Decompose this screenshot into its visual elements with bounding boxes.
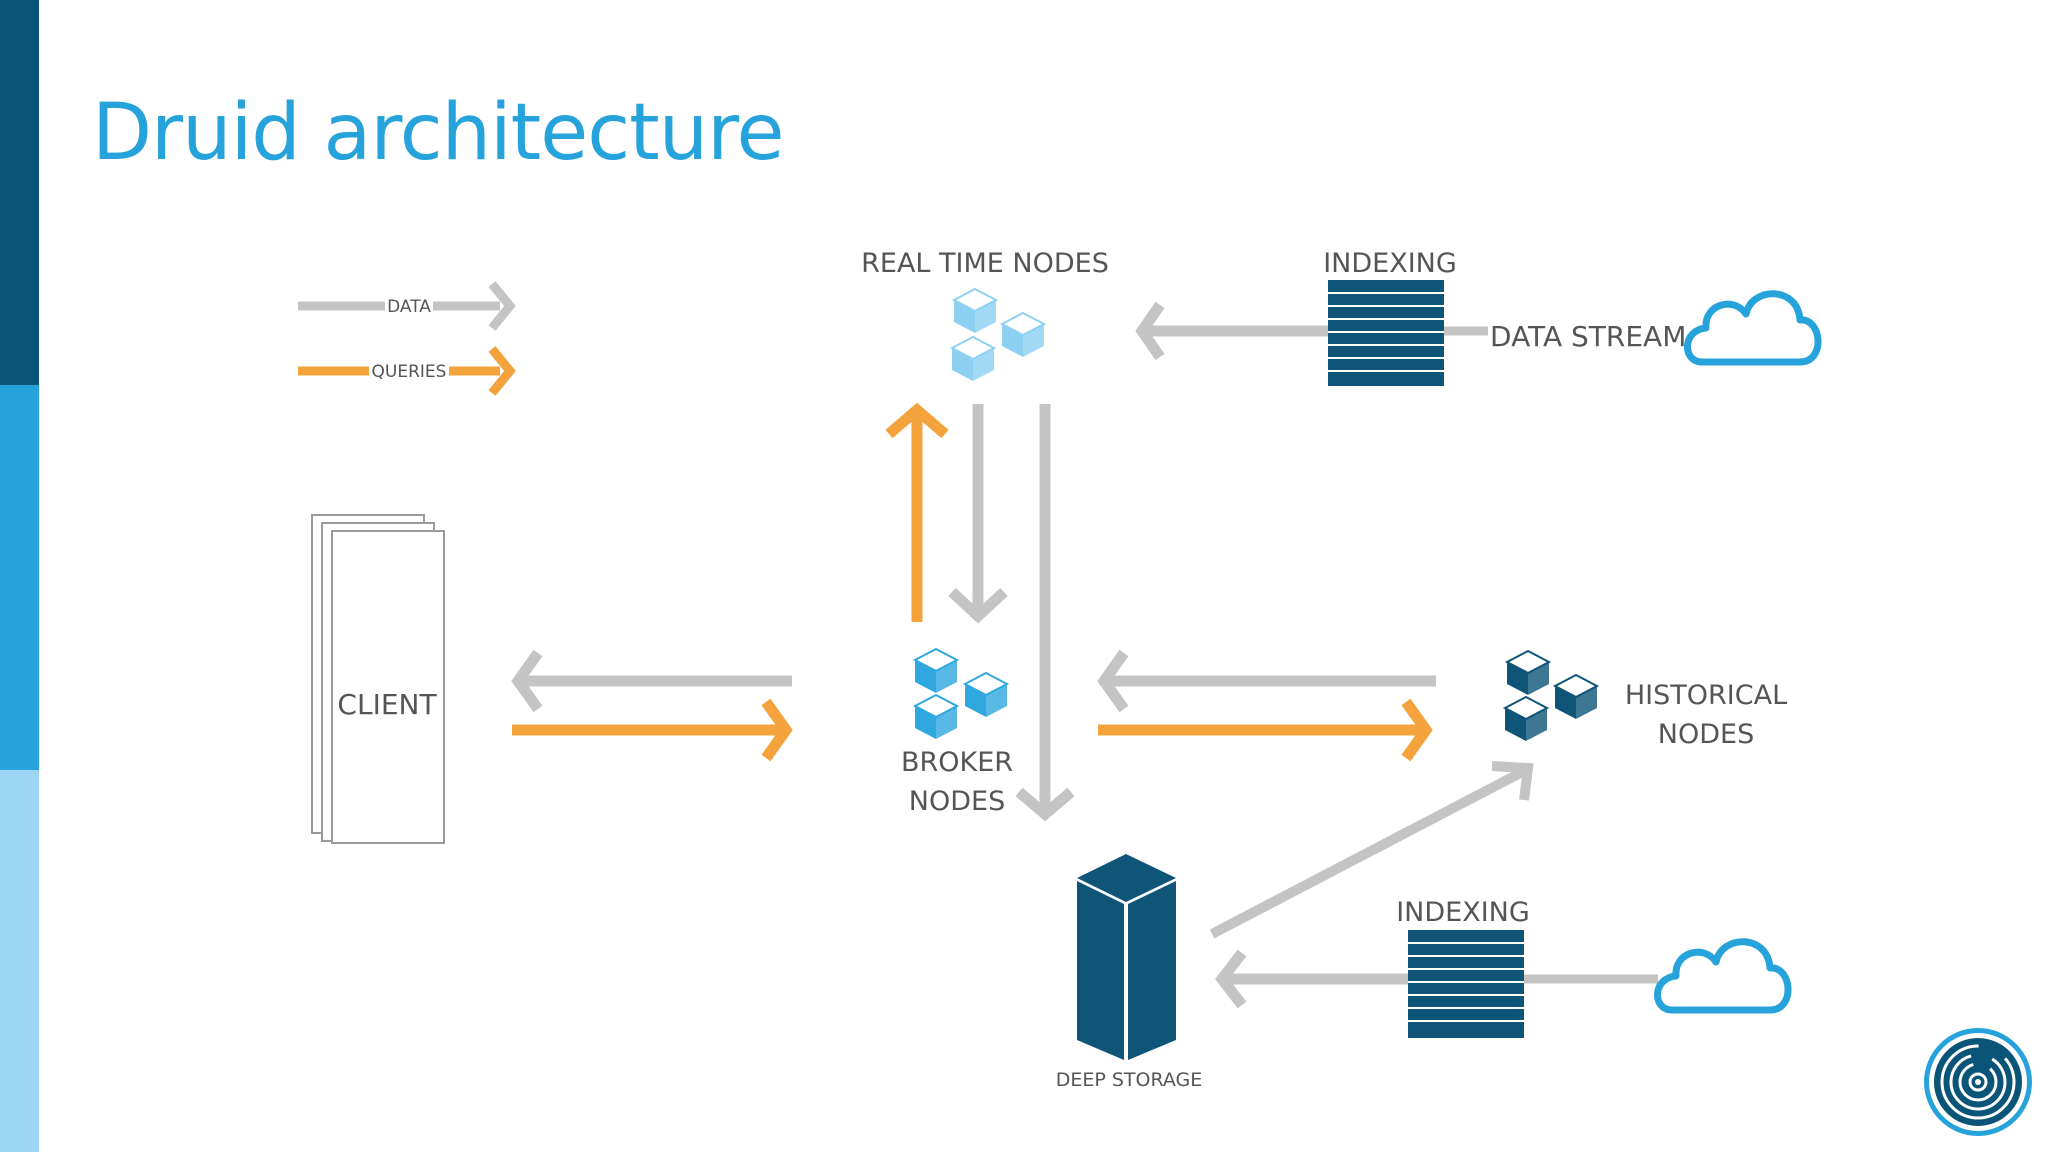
page-title: Druid architecture	[92, 88, 785, 178]
cloud-icon	[1657, 942, 1788, 1010]
server-rack-icon	[1328, 280, 1444, 386]
client-data-arrow	[511, 649, 792, 713]
broker-label-line2: NODES	[909, 786, 1005, 817]
client-query-arrow	[512, 698, 793, 762]
historical-to-broker-data-arrow	[1097, 649, 1436, 713]
indexing-top-label: INDEXING	[1323, 248, 1457, 279]
historical-label-line1: HISTORICAL	[1625, 680, 1787, 711]
cloud-icon	[1687, 294, 1818, 362]
realtime-to-broker-arrow	[948, 404, 1008, 624]
query-to-realtime-arrow	[885, 402, 949, 622]
cubes-icon	[1504, 650, 1598, 742]
broker-to-historical-query-arrow	[1098, 698, 1433, 762]
cubes-icon	[951, 288, 1045, 382]
legend-data-label: DATA	[387, 297, 431, 317]
real-time-nodes-label: REAL TIME NODES	[861, 248, 1109, 279]
indexing-bottom-label: INDEXING	[1396, 897, 1530, 928]
indexing-to-realtime-arrow	[1135, 301, 1328, 361]
sidebar-bottom-segment	[0, 770, 39, 1152]
historical-label-line2: NODES	[1658, 719, 1754, 750]
data-stream-label: DATA STREAM	[1490, 320, 1686, 353]
server-rack-icon	[1408, 930, 1524, 1038]
legend: DATA QUERIES	[298, 281, 516, 396]
cubes-icon	[914, 648, 1008, 740]
broker-label-line1: BROKER	[901, 747, 1013, 778]
sidebar-middle-segment	[0, 385, 39, 770]
realtime-to-deep-storage-arrow	[1015, 404, 1075, 822]
deep-storage-label: DEEP STORAGE	[1056, 1069, 1203, 1091]
server-tower-icon	[1077, 854, 1176, 1060]
documents-icon	[311, 514, 445, 844]
legend-queries-label: QUERIES	[372, 362, 447, 382]
sidebar-top-segment	[0, 0, 39, 385]
logo-icon	[1924, 1028, 2032, 1136]
client-label: CLIENT	[337, 688, 437, 721]
indexing-to-deep-storage-arrow	[1215, 949, 1408, 1009]
deep-storage-to-historical-arrow	[1209, 761, 1534, 939]
